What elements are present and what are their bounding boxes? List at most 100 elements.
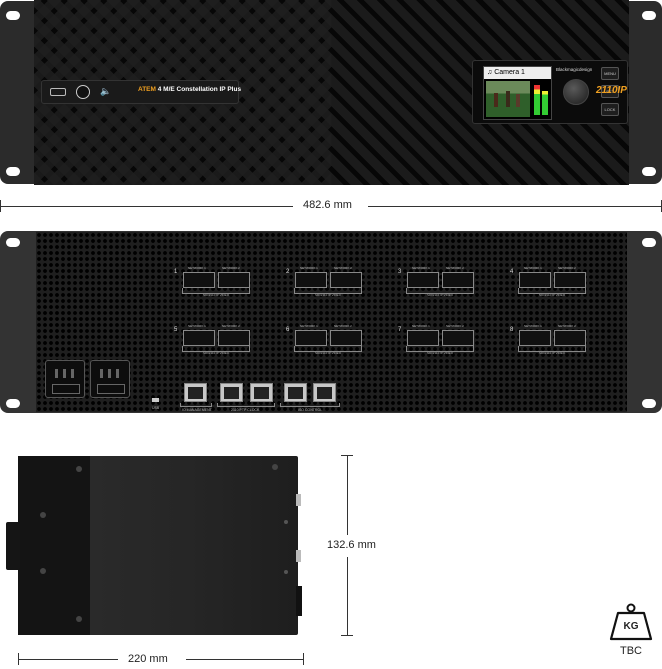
sfp-port-b[interactable]: [218, 330, 250, 346]
slot-label: SDI/2110 IP VIDEO: [426, 351, 454, 355]
model-prefix: ATEM: [138, 86, 156, 93]
speaker-icon: 🔈: [100, 86, 112, 96]
ethernet-ptp-port-1[interactable]: [220, 383, 243, 402]
screw-icon: [40, 512, 46, 518]
power-inlet-1: [45, 360, 85, 398]
front-chassis: 🔈 ATEM 4 M/E Constellation IP Plus ♫ Cam…: [34, 0, 629, 185]
screw-icon: [40, 568, 46, 574]
width-label: 482.6 mm: [303, 199, 352, 211]
weight-icon: [609, 603, 653, 641]
mount-hole: [6, 238, 20, 247]
rear-chassis: [36, 232, 627, 412]
slot-number: 4: [510, 269, 514, 275]
front-lcd-panel: ♫ Camera 1 Blackmagicdesign MENU SET LOC…: [472, 60, 628, 124]
slot-bracket: [294, 288, 362, 294]
camera-header: ♫ Camera 1: [484, 67, 551, 79]
sfp-port-b[interactable]: [330, 330, 362, 346]
camera-label: Camera 1: [494, 69, 525, 76]
weight-icon-label: KG: [623, 621, 639, 632]
slot-number: 6: [286, 327, 290, 333]
power-inlet-2: [90, 360, 130, 398]
slot-label: SDI/2110 IP VIDEO: [314, 293, 342, 297]
sfp-port-a[interactable]: [183, 272, 215, 288]
port-b-label: NETWORK 2: [334, 324, 352, 328]
sfp-port-a[interactable]: [295, 330, 327, 346]
screw-icon: [284, 520, 288, 524]
sfp-port-b[interactable]: [218, 272, 250, 288]
slot-number: 3: [398, 269, 402, 275]
sfp-port-b[interactable]: [330, 272, 362, 288]
ip-badge: 2110IP: [596, 85, 627, 96]
mount-hole: [6, 167, 20, 176]
slot-bracket: [294, 346, 362, 352]
port-a-label: NETWORK 1: [188, 324, 206, 328]
sfp-port-b[interactable]: [554, 272, 586, 288]
mount-hole: [642, 11, 656, 20]
sfp-port-a[interactable]: [519, 330, 551, 346]
port-a-label: NETWORK 1: [188, 266, 206, 270]
slot-bracket: [518, 346, 586, 352]
slot-bracket: [518, 288, 586, 294]
port-a-label: NETWORK 1: [300, 324, 318, 328]
port-group-bracket: [217, 403, 275, 407]
sfp-port-a[interactable]: [407, 330, 439, 346]
slot-number: 8: [510, 327, 514, 333]
side-rear-connector: [296, 550, 301, 562]
ethernet-ptp-port-2[interactable]: [250, 383, 273, 402]
port-a-label: NETWORK 1: [524, 324, 542, 328]
slot-label: SDI/2110 IP VIDEO: [202, 351, 230, 355]
set-button[interactable]: SET: [601, 85, 619, 98]
usb-port-icon: [50, 88, 66, 96]
model-name: 4 M/E Constellation IP Plus: [157, 86, 242, 93]
slot-bracket: [406, 288, 474, 294]
side-handle: [6, 522, 20, 570]
sfp-port-b[interactable]: [554, 330, 586, 346]
front-model-title: ATEM 4 M/E Constellation IP Plus: [138, 86, 241, 93]
usb-label: USB: [152, 406, 160, 410]
ethernet-control-port-2[interactable]: [313, 383, 336, 402]
sfp-port-a[interactable]: [295, 272, 327, 288]
lock-button[interactable]: LOCK: [601, 103, 619, 116]
mount-hole: [642, 167, 656, 176]
sfp-port-b[interactable]: [442, 330, 474, 346]
port-group-bracket: [180, 403, 212, 407]
sfp-slot: 6 NETWORK 1 NETWORK 2 SDI/2110 IP VIDEO: [286, 321, 400, 357]
port-b-label: NETWORK 2: [222, 324, 240, 328]
side-view: [0, 450, 320, 640]
slot-label: SDI/2110 IP VIDEO: [538, 351, 566, 355]
height-label: 132.6 mm: [327, 539, 376, 551]
sfp-port-b[interactable]: [442, 272, 474, 288]
management-label: IO MANAGEMENT: [182, 408, 212, 412]
port-a-label: NETWORK 1: [412, 266, 430, 270]
menu-button[interactable]: MENU: [601, 67, 619, 80]
headphone-jack-icon: [76, 85, 90, 99]
slot-label: SDI/2110 IP VIDEO: [314, 351, 342, 355]
sfp-port-a[interactable]: [183, 330, 215, 346]
audio-meter: [534, 85, 540, 115]
rear-usb-port[interactable]: [152, 398, 159, 402]
depth-label: 220 mm: [128, 653, 168, 665]
brand-logo: Blackmagicdesign: [556, 67, 593, 72]
slot-bracket: [182, 346, 250, 352]
control-knob[interactable]: [563, 79, 589, 105]
sfp-port-a[interactable]: [407, 272, 439, 288]
front-panel-view: 🔈 ATEM 4 M/E Constellation IP Plus ♫ Cam…: [0, 0, 662, 185]
port-group-bracket: [280, 403, 340, 407]
ethernet-control-port-1[interactable]: [284, 383, 307, 402]
slot-bracket: [182, 288, 250, 294]
side-front-bezel: [18, 456, 90, 635]
screw-icon: [272, 464, 278, 470]
lcd-preview-image: [486, 81, 530, 117]
music-note-icon: ♫: [487, 69, 493, 76]
mount-hole: [6, 11, 20, 20]
front-control-strip: 🔈 ATEM 4 M/E Constellation IP Plus: [41, 80, 241, 104]
port-a-label: NETWORK 1: [300, 266, 318, 270]
slot-label: SDI/2110 IP VIDEO: [538, 293, 566, 297]
ethernet-management-port[interactable]: [184, 383, 207, 402]
rear-vent-grille: [36, 232, 627, 412]
sfp-port-a[interactable]: [519, 272, 551, 288]
